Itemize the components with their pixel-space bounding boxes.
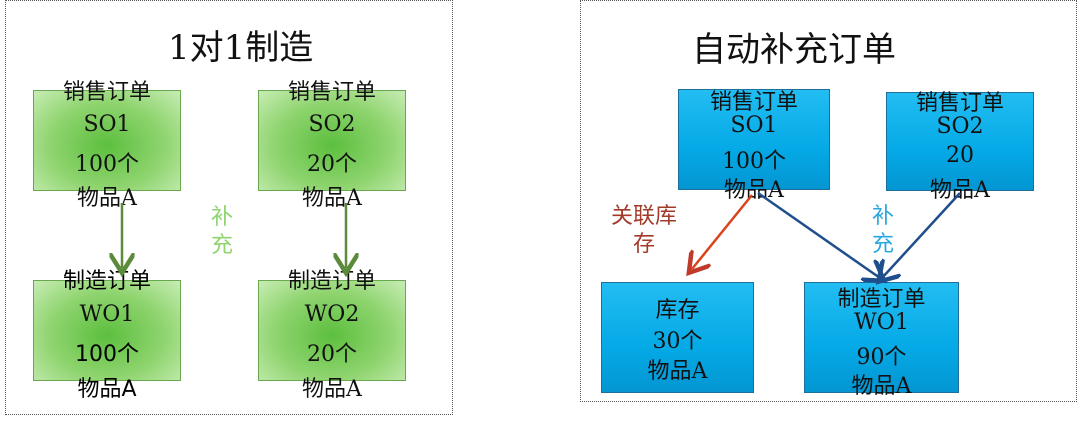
panel-title-right: 自动补充订单 (692, 30, 896, 70)
so2-left-header: 销售订单 (287, 80, 376, 105)
so1-left-qty: 100个 (75, 152, 139, 177)
wo1-right-header: 制造订单 (837, 287, 926, 312)
so1-right-qty: 100个 (722, 149, 786, 174)
so1-left-id: SO1 (83, 112, 131, 137)
manufacturing-order-wo1-left (33, 280, 181, 381)
sales-order-so1-right (678, 89, 830, 190)
so2-right-qty: 20 (946, 143, 974, 168)
sales-order-so2-right (886, 92, 1034, 191)
stock-qty: 30个 (652, 329, 703, 354)
wo1-right-item: 物品A (851, 374, 912, 399)
stock-link-label-1: 关联库 (610, 204, 677, 229)
wo1-right-id: WO1 (854, 310, 909, 335)
arrow-so2-to-wo1-right (882, 192, 961, 278)
wo1-left-qty: 100个 (75, 342, 139, 367)
replenish-label-right-2: 充 (871, 232, 894, 257)
arrow-so1-to-wo1-right (757, 191, 880, 278)
wo1-right-qty: 90个 (856, 345, 907, 370)
wo2-left-qty: 20个 (307, 342, 357, 367)
replenish-label-left-1: 补 (210, 205, 233, 230)
wo1-left-id: WO1 (79, 302, 135, 327)
panel-title-left: 1对1制造 (168, 28, 314, 68)
sales-order-so2-left (258, 90, 406, 191)
so2-left-qty: 20个 (307, 152, 357, 177)
so2-right-header: 销售订单 (915, 91, 1004, 116)
manufacturing-order-wo1-right (804, 282, 959, 393)
so2-left-item: 物品A (302, 186, 362, 211)
replenish-label-left-2: 充 (210, 233, 233, 258)
so1-right-id: SO1 (730, 113, 778, 138)
wo2-left-item: 物品A (302, 377, 362, 402)
so1-left-header: 销售订单 (62, 80, 151, 105)
replenish-label-right-1: 补 (871, 204, 894, 229)
manufacturing-order-wo2-left (258, 280, 406, 381)
wo1-left-header: 制造订单 (62, 269, 151, 294)
arrow-so1-to-stock (692, 194, 753, 269)
wo1-left-item: 物品A (77, 377, 137, 402)
so2-right-item: 物品A (930, 178, 990, 203)
stock-link-label: 关联库 存 (604, 203, 684, 259)
stock-item: 物品A (647, 359, 708, 384)
stock-header: 库存 (655, 298, 700, 323)
so1-right-item: 物品A (724, 178, 784, 203)
stock-link-label-2: 存 (632, 232, 655, 257)
so2-left-id: SO2 (308, 112, 356, 137)
so1-left-item: 物品A (77, 186, 137, 211)
wo2-left-id: WO2 (304, 302, 360, 327)
wo2-left-header: 制造订单 (287, 269, 376, 294)
panel-one-to-one (5, 0, 453, 415)
so2-right-id: SO2 (936, 114, 984, 139)
sales-order-so1-left (33, 90, 181, 191)
replenish-label-left: 补 充 (210, 204, 234, 260)
replenish-label-right: 补 充 (871, 203, 895, 259)
so1-right-header: 销售订单 (709, 90, 798, 115)
stock-box (601, 282, 754, 393)
